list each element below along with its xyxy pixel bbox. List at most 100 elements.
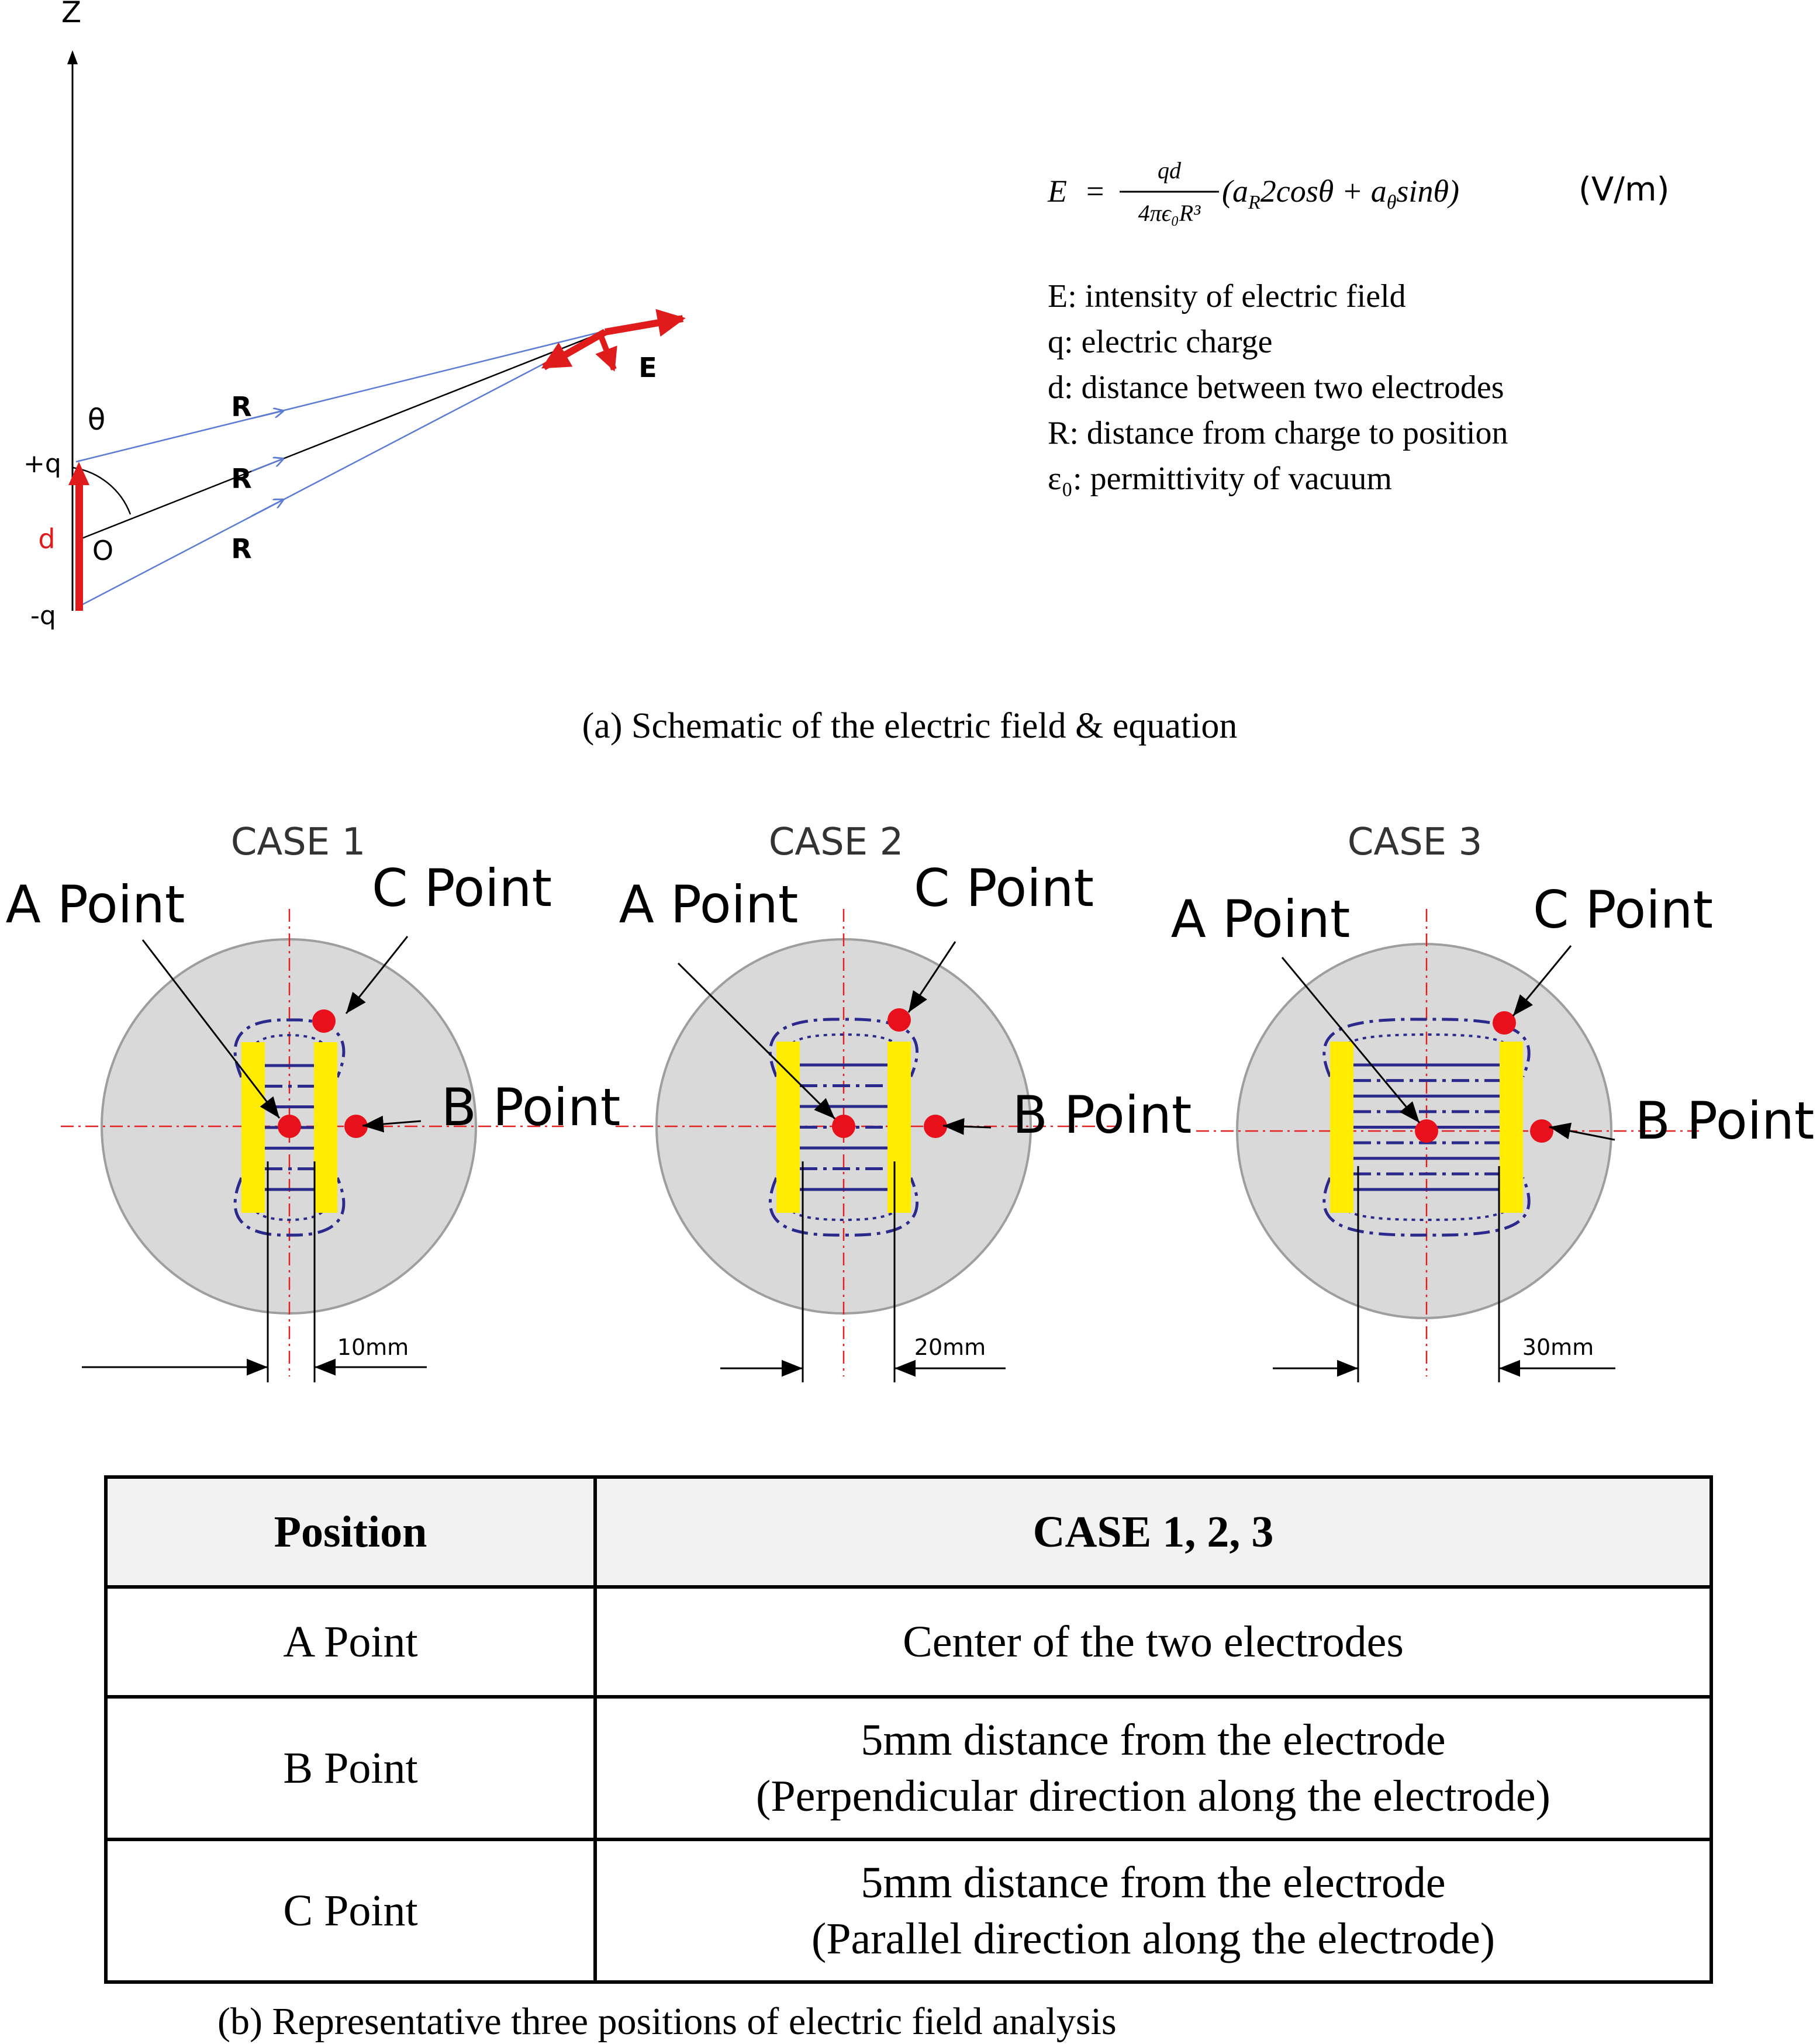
point-c-leader — [907, 941, 956, 1013]
r-label-bottom: R — [231, 533, 251, 565]
case-2: CASE 2 A Point C Point B Point 20mm — [616, 821, 1192, 1382]
point-b-marker — [924, 1115, 947, 1138]
electrode-left — [776, 1042, 800, 1213]
point-b-label: B Point — [441, 1077, 621, 1137]
table-row: B Point 5mm distance from the electrode(… — [104, 1695, 1713, 1841]
point-a-label: A Point — [6, 874, 185, 935]
table-row: A Point Center of the two electrodes — [104, 1585, 1713, 1699]
point-b-leader — [362, 1115, 422, 1133]
table-row: C Point 5mm distance from the electrode(… — [104, 1838, 1713, 1984]
table-cell-position: A Point — [104, 1585, 597, 1699]
electrode-right — [887, 1042, 911, 1213]
plus-q-label: +q — [23, 449, 61, 479]
point-a-leader — [1281, 957, 1421, 1123]
dipole-schematic: Z R R R θ +q -q d O E — [23, 0, 686, 631]
point-c-label: C Point — [1533, 880, 1713, 940]
equation-body: (aR2cosθ + aθsinθ) — [1222, 174, 1459, 213]
field-loop-top — [233, 1018, 346, 1078]
table-header-cases: CASE 1, 2, 3 — [593, 1475, 1713, 1589]
point-b-label: B Point — [1635, 1091, 1815, 1151]
variable-definitions: E: intensity of electric field q: electr… — [1048, 278, 1508, 497]
table-cell-position: C Point — [104, 1838, 597, 1984]
equation-equals: = — [1086, 174, 1104, 209]
equation-unit: (V/m) — [1579, 171, 1669, 209]
e-vector-label: E — [638, 352, 657, 383]
point-a-marker — [278, 1115, 301, 1138]
r-arrow-bottom — [251, 500, 283, 517]
point-a-marker — [1415, 1119, 1438, 1143]
dimension-label: 30mm — [1522, 1334, 1594, 1360]
table-cell-description: 5mm distance from the electrode(Parallel… — [593, 1838, 1713, 1984]
r-line-bottom — [75, 329, 609, 609]
point-a-leader — [677, 962, 836, 1120]
caption-b-wrap: (b) Representative three positions of el… — [217, 2000, 1117, 2043]
table-cell-description: Center of the two electrodes — [593, 1585, 1713, 1699]
equation-lhs: E — [1047, 174, 1067, 209]
dimension-label: 20mm — [914, 1334, 986, 1360]
minus-q-label: -q — [30, 601, 56, 631]
point-b-leader — [942, 1118, 992, 1135]
e-field-vectors — [541, 309, 686, 372]
case-3: CASE 3 A Point C Point B Point 30mm — [1171, 821, 1815, 1382]
definition-epsilon: ε₀: permittivity of vacuum — [1048, 461, 1392, 497]
point-a-label: A Point — [619, 874, 799, 935]
point-b-marker — [1530, 1119, 1553, 1143]
dipole-arrowhead — [68, 462, 89, 485]
point-b-marker — [344, 1115, 368, 1138]
point-a-leader — [141, 939, 281, 1119]
field-loop-bottom — [768, 1177, 919, 1237]
field-loop-bottom — [1322, 1177, 1531, 1237]
definition-e: E: intensity of electric field — [1048, 278, 1406, 314]
point-c-marker — [312, 1009, 336, 1033]
field-equation: E = qd 4πϵ₀R³ (aR2cosθ + aθsinθ) (V/m) — [1047, 157, 1669, 226]
case-title: CASE 1 — [231, 821, 366, 864]
r-line-middle — [75, 329, 609, 542]
r-line-top — [75, 329, 609, 463]
point-c-label: C Point — [372, 858, 552, 918]
electrode-left — [241, 1042, 265, 1213]
definition-q: q: electric charge — [1048, 324, 1273, 360]
table-header-row: Position CASE 1, 2, 3 — [104, 1475, 1713, 1589]
case-title: CASE 2 — [769, 821, 904, 864]
r-arrow-top — [251, 411, 283, 420]
dipole-arrow-shaft — [75, 479, 83, 611]
d-label: d — [38, 523, 55, 555]
dimension-label: 10mm — [337, 1334, 409, 1360]
point-c-leader — [1512, 945, 1572, 1016]
definition-d: d: distance between two electrodes — [1048, 369, 1504, 406]
point-c-marker — [887, 1008, 911, 1032]
field-loop-bottom — [233, 1177, 346, 1237]
caption-a: (a) Schematic of the electric field & eq… — [582, 706, 1238, 746]
r-label-top: R — [231, 391, 251, 423]
definition-r: R: distance from charge to position — [1048, 415, 1508, 451]
r-arrow-middle — [251, 459, 283, 472]
point-a-label: A Point — [1171, 889, 1351, 949]
electrode-left — [1330, 1042, 1353, 1213]
point-b-leader — [1549, 1122, 1615, 1141]
point-a-marker — [832, 1115, 855, 1138]
positions-table: Position CASE 1, 2, 3 A Point Center of … — [104, 1475, 1713, 1984]
equation-numerator: qd — [1158, 157, 1182, 184]
field-loop-top — [768, 1018, 919, 1078]
point-c-label: C Point — [914, 858, 1094, 918]
theta-label: θ — [88, 403, 106, 437]
point-b-label: B Point — [1013, 1085, 1192, 1145]
z-axis-label: Z — [61, 0, 81, 29]
case-diagrams: CASE 1 A Point C Point B Point 10mm CASE 2 A P… — [6, 821, 1815, 1382]
origin-label: O — [92, 535, 113, 566]
point-c-leader — [345, 936, 409, 1014]
electrode-right — [1500, 1042, 1523, 1213]
case-1: CASE 1 A Point C Point B Point 10mm — [6, 821, 621, 1382]
electrode-right — [314, 1042, 337, 1213]
point-c-marker — [1493, 1011, 1516, 1035]
field-loop-top — [1322, 1018, 1531, 1078]
z-axis-arrowhead — [67, 50, 78, 64]
table-cell-position: B Point — [104, 1695, 597, 1841]
case-title: CASE 3 — [1348, 821, 1483, 864]
table-cell-description: 5mm distance from the electrode(Perpendi… — [593, 1695, 1713, 1841]
equation-denominator: 4πϵ₀R³ — [1138, 200, 1201, 226]
table-header-position: Position — [104, 1475, 597, 1589]
r-label-middle: R — [231, 463, 251, 494]
caption-b: (b) Representative three positions of el… — [217, 2000, 1117, 2043]
